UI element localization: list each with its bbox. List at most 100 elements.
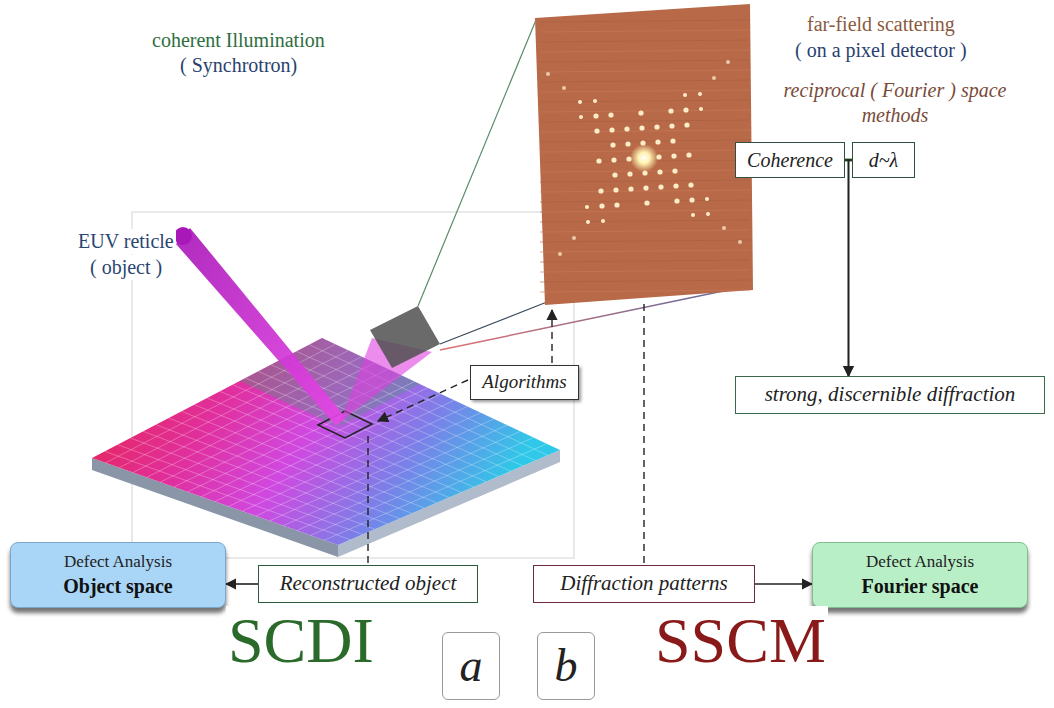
diffraction-spot [683,107,688,112]
scan-line [540,60,750,62]
box-text: Diffraction patterns [560,571,727,596]
annotation: far-field scattering [805,12,957,37]
annotation: ( on a pixel detector ) [793,38,969,63]
detector [370,306,440,368]
analysis-box: Defect AnalysisObject space [10,542,226,608]
scan-line [540,90,750,92]
diffraction-spot [670,138,675,143]
analysis-box: Defect AnalysisFourier space [812,542,1028,608]
diffraction-spot [609,127,614,132]
panel-letter-box: b [537,632,595,700]
diffraction-spot [624,126,629,131]
diffraction-spot [608,112,613,117]
scan-line [540,50,750,52]
diffraction-spot [593,113,598,118]
scan-line [540,290,750,292]
connector [226,583,258,585]
diffraction-spot [596,158,601,163]
scan-line [540,70,750,72]
scan-line [540,280,750,282]
box-text: Defect Analysis [866,552,974,572]
diffraction-spot [655,139,660,144]
box-text: d~λ [869,148,898,172]
box-text: Algorithms [482,371,566,394]
diffraction-spot [722,226,726,230]
box-subtext: Object space [63,574,172,598]
panel-letter-box: a [442,632,500,700]
result-box: strong, discernible diffraction [735,376,1045,414]
diffraction-spot [683,93,687,97]
box-text: Defect Analysis [64,552,172,572]
diffraction-spot [686,152,691,157]
connector [755,583,812,585]
diffraction-spot [654,124,659,129]
output-box: Diffraction patterns [533,565,755,603]
diffraction-spot [593,99,597,103]
box-text: b [555,638,578,693]
scan-line [540,20,750,22]
diffraction-spot [599,203,604,208]
diffraction-spot [572,236,576,240]
box-text: strong, discernible diffraction [765,382,1016,407]
diffraction-spot [578,100,582,104]
annotation: coherent Illumination [150,28,327,53]
diffraction-spot [601,219,605,223]
scan-line [540,110,750,112]
diffraction-spot [699,107,703,111]
beam-tip [174,227,192,245]
diffraction-spot [691,213,695,217]
dashed-arrow [551,310,552,363]
diffraction-spot [668,108,673,113]
scan-line [540,250,750,252]
diffraction-spot [671,153,676,158]
dashed-arrow [378,380,468,421]
method-name: SCDI [226,606,376,676]
scan-line [540,240,750,242]
image-texture [540,20,750,292]
output-box: Reconstructed object [258,565,478,603]
annotation: ( object ) [88,255,164,280]
scan-line [540,220,750,222]
dashed-guide [367,436,368,563]
diffraction-spot [672,168,677,173]
connector [849,160,853,376]
projection-line [440,302,547,344]
scan-line [540,40,750,42]
projection-line [418,20,536,306]
grid-line [297,431,520,530]
diffraction-image [535,4,753,305]
condition-box: d~λ [852,142,915,178]
annotation: ( Synchrotron) [178,53,299,78]
scan-line [540,100,750,102]
diffraction-spots [546,60,742,256]
condition-box: Coherence [735,142,845,178]
grid-line [324,444,546,540]
diffraction-spot [706,212,710,216]
diffraction-spot [562,86,566,90]
diffraction-spot [612,172,617,177]
diffraction-spot [684,122,689,127]
annotation: reciprocal ( Fourier ) space methods [766,78,1024,128]
diffraction-spot [643,185,648,190]
diffraction-spot [546,72,550,76]
diffraction-spot [657,169,662,174]
diffraction-spot [613,187,618,192]
diffraction-spot [644,200,649,205]
box-subtext: Fourier space [862,574,979,598]
scan-line [540,180,750,182]
diffraction-spot [586,220,590,224]
annotation: EUV reticle [76,229,176,254]
diffraction-spot [658,184,663,189]
diffraction-spot [610,142,615,147]
scan-line [540,260,750,262]
scan-line [540,270,750,272]
diffraction-spot [689,197,694,202]
scan-line [540,120,750,122]
diffraction-spot [627,171,632,176]
diffraction-spot [598,188,603,193]
dashed-guide [643,300,644,563]
diffraction-spot [558,252,562,256]
diffraction-spot [625,141,630,146]
method-name: SSCM [653,606,828,676]
